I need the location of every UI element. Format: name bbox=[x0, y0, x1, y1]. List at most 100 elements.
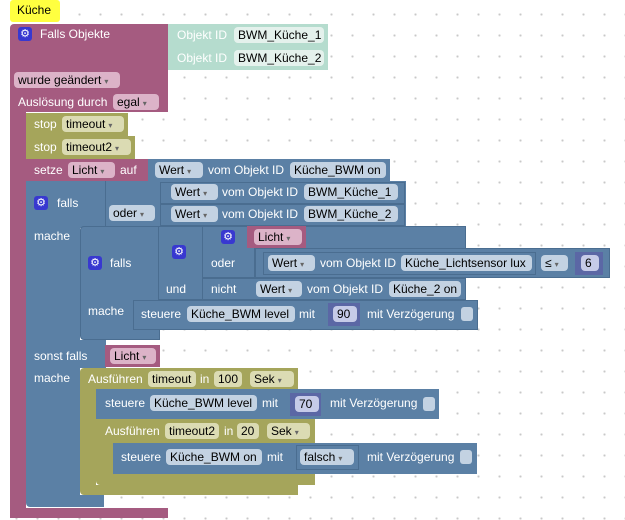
else-if-label: sonst falls bbox=[34, 349, 88, 363]
stop-timer-dropdown[interactable]: timeout2▾ bbox=[62, 139, 131, 155]
not-label: nicht bbox=[211, 282, 237, 296]
chevron-down-icon: ▾ bbox=[338, 454, 343, 463]
delay-label: mit Verzögerung bbox=[367, 307, 455, 321]
stop-timer-value: timeout bbox=[66, 117, 106, 131]
in-label: in bbox=[224, 424, 234, 438]
trigger-spine bbox=[10, 112, 26, 518]
object-id-field[interactable]: BWM_Küche_1 bbox=[234, 27, 324, 43]
unit-dropdown[interactable]: Sek▾ bbox=[267, 423, 310, 439]
stop-timer-dropdown[interactable]: timeout▾ bbox=[62, 116, 124, 132]
gear-icon[interactable]: ⚙ bbox=[18, 27, 32, 41]
chevron-down-icon: ▾ bbox=[286, 234, 291, 243]
value-dropdown[interactable]: Wert▾ bbox=[171, 184, 218, 200]
object-id-field[interactable]: BWM_Küche_1 bbox=[304, 184, 398, 200]
object-id-label: vom Objekt ID bbox=[222, 185, 299, 199]
object-id-field[interactable]: BWM_Küche_2 bbox=[304, 206, 398, 222]
event-dropdown[interactable]: wurde geändert▾ bbox=[14, 72, 120, 88]
variable-dropdown[interactable]: Licht▾ bbox=[110, 348, 156, 364]
gear-icon[interactable]: ⚙ bbox=[34, 196, 48, 210]
chevron-down-icon: ▾ bbox=[140, 210, 145, 219]
object-id-field[interactable]: Küche_BWM level bbox=[187, 306, 295, 322]
chevron-down-icon: ▾ bbox=[142, 353, 147, 362]
object-id-field[interactable]: BWM_Küche_2 bbox=[234, 50, 324, 66]
stop-label: stop bbox=[34, 117, 57, 131]
variable-value: Licht bbox=[114, 349, 140, 363]
chevron-down-icon: ▾ bbox=[100, 167, 105, 176]
operator-value: ≤ bbox=[545, 256, 552, 270]
delay-value-field[interactable]: 20 bbox=[237, 423, 259, 439]
value-dropdown[interactable]: Wert▾ bbox=[256, 281, 302, 297]
object-id-label: vom Objekt ID bbox=[222, 207, 299, 221]
chevron-down-icon: ▾ bbox=[277, 376, 282, 385]
chevron-down-icon: ▾ bbox=[294, 428, 299, 437]
chevron-down-icon: ▾ bbox=[108, 121, 113, 130]
delay-checkbox[interactable] bbox=[423, 397, 435, 411]
boolean-dropdown[interactable]: falsch▾ bbox=[300, 449, 354, 465]
chevron-down-icon: ▾ bbox=[203, 211, 208, 220]
execute-label: Ausführen bbox=[88, 372, 143, 386]
or-label: oder bbox=[211, 256, 236, 270]
value-value: Wert bbox=[175, 207, 201, 221]
gear-icon[interactable]: ⚙ bbox=[172, 245, 186, 259]
if-block-spine bbox=[26, 228, 80, 345]
value-value: Wert bbox=[159, 163, 185, 177]
chevron-down-icon: ▾ bbox=[554, 260, 559, 269]
object-id-label: Objekt ID bbox=[177, 51, 228, 65]
object-id-label: vom Objekt ID bbox=[208, 163, 285, 177]
timeout-bottom bbox=[80, 485, 298, 495]
compare-operator-dropdown[interactable]: ≤▾ bbox=[541, 255, 568, 271]
number-field[interactable]: 6 bbox=[581, 255, 599, 271]
delay-checkbox[interactable] bbox=[460, 450, 472, 464]
value-dropdown[interactable]: Wert▾ bbox=[171, 206, 218, 222]
with-label: mit bbox=[267, 450, 283, 464]
unit-dropdown[interactable]: Sek▾ bbox=[250, 371, 294, 387]
delay-label: mit Verzögerung bbox=[367, 450, 455, 464]
with-label: mit bbox=[299, 307, 315, 321]
variable-dropdown[interactable]: Licht▾ bbox=[68, 162, 115, 178]
object-id-field[interactable]: Küche_BWM on bbox=[290, 162, 386, 178]
chevron-down-icon: ▾ bbox=[104, 77, 109, 86]
variable-dropdown[interactable]: Licht▾ bbox=[254, 229, 302, 245]
control-label: steuere bbox=[121, 450, 162, 464]
delay-value-field[interactable]: 100 bbox=[214, 371, 242, 387]
execute-label: Ausführen bbox=[105, 424, 160, 438]
control-label: steuere bbox=[141, 307, 182, 321]
to-label: auf bbox=[120, 163, 137, 177]
unit-value: Sek bbox=[254, 372, 275, 386]
gear-icon[interactable]: ⚙ bbox=[221, 230, 235, 244]
object-id-field[interactable]: Küche_Lichtsensor lux bbox=[401, 255, 532, 271]
stop-label: stop bbox=[34, 140, 57, 154]
chevron-down-icon: ▾ bbox=[288, 286, 293, 295]
value-dropdown[interactable]: Wert▾ bbox=[155, 162, 203, 178]
delay-checkbox[interactable] bbox=[461, 307, 473, 321]
trigger-bottom bbox=[10, 508, 168, 518]
if-label: falls bbox=[57, 196, 79, 210]
trigger-by-dropdown[interactable]: egal▾ bbox=[113, 94, 159, 110]
object-id-field[interactable]: Küche_BWM on bbox=[166, 449, 262, 465]
chevron-down-icon: ▾ bbox=[203, 189, 208, 198]
unit-value: Sek bbox=[271, 424, 292, 438]
comment-text: Küche bbox=[17, 3, 52, 17]
object-id-label: vom Objekt ID bbox=[320, 256, 397, 270]
object-id-label: vom Objekt ID bbox=[307, 282, 384, 296]
number-field[interactable]: 90 bbox=[333, 306, 357, 322]
timer-name-field[interactable]: timeout2 bbox=[165, 423, 219, 439]
if-block-spine-2 bbox=[26, 368, 80, 497]
trigger-by-label: Auslösung durch bbox=[18, 95, 108, 109]
if-block-bottom bbox=[26, 495, 104, 507]
object-id-field[interactable]: Küche_2 on bbox=[389, 281, 461, 297]
timer-name-field[interactable]: timeout bbox=[148, 371, 196, 387]
or-dropdown[interactable]: oder▾ bbox=[109, 205, 155, 221]
comment-bubble[interactable]: Küche bbox=[10, 0, 60, 22]
value-dropdown[interactable]: Wert▾ bbox=[268, 255, 315, 271]
do-label: mache bbox=[34, 229, 71, 243]
gear-icon[interactable]: ⚙ bbox=[88, 256, 102, 270]
delay-label: mit Verzögerung bbox=[330, 396, 418, 410]
chevron-down-icon: ▾ bbox=[300, 260, 305, 269]
or-value: oder bbox=[113, 206, 138, 220]
number-field[interactable]: 70 bbox=[295, 396, 319, 412]
timeout-bottom bbox=[96, 474, 315, 485]
object-id-field[interactable]: Küche_BWM level bbox=[150, 395, 257, 411]
do-label: mache bbox=[88, 304, 125, 318]
set-label: setze bbox=[34, 163, 63, 177]
